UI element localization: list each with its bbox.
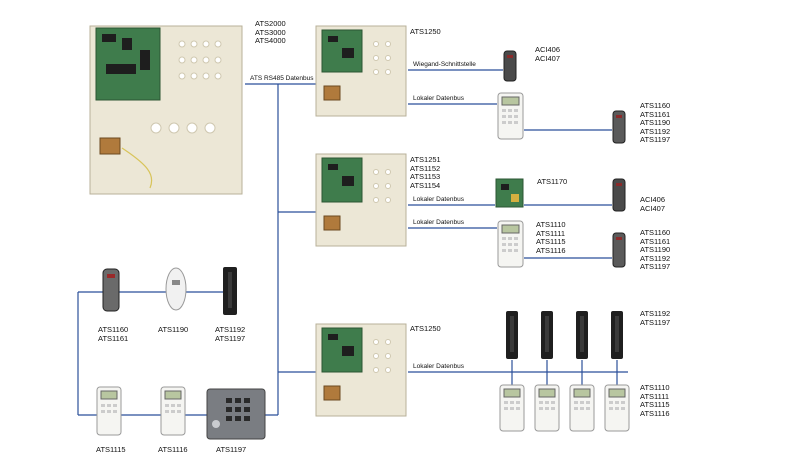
reader-left-c	[222, 266, 238, 316]
reader-box3-2	[540, 310, 554, 360]
box1-wiegand-reader-label: ACI406 ACI407	[535, 45, 561, 63]
box2-label: ATS1251 ATS1152 ATS1153 ATS1154	[410, 155, 441, 190]
keypad-box3-3	[569, 384, 595, 432]
left-keypad-a-label: ATS1115	[96, 445, 126, 454]
keypad-box2	[497, 220, 524, 268]
box1-label: ATS1250	[410, 27, 441, 36]
main-panel-label: ATS2000 ATS3000 ATS4000	[255, 19, 286, 46]
box1-local-bus-label: Lokaler Datenbus	[413, 95, 464, 102]
reader-left-a	[102, 268, 120, 312]
left-reader-c-label: ATS1192 ATS1197	[215, 325, 246, 343]
left-keypad-c-label: ATS1197	[216, 445, 247, 454]
reader-left-b	[165, 266, 187, 312]
expansion-box-1	[314, 24, 408, 118]
left-keypad-b-label: ATS1116	[158, 445, 188, 454]
box1-readers-label: ATS1160 ATS1161 ATS1190 ATS1192 ATS1197	[640, 101, 671, 145]
module-ats1170	[495, 178, 524, 208]
reader-box3-3	[575, 310, 589, 360]
box2-readers-label: ATS1160 ATS1161 ATS1190 ATS1192 ATS1197	[640, 228, 671, 272]
box3-label: ATS1250	[410, 324, 441, 333]
expansion-box-2	[314, 152, 408, 248]
reader-box3-1	[505, 310, 519, 360]
reader-box3-4	[610, 310, 624, 360]
keypad-box3-2	[534, 384, 560, 432]
expansion-box-3	[314, 322, 408, 418]
card-reader-box1	[612, 110, 626, 144]
card-reader-aci-2	[612, 178, 626, 212]
box2-keypad-label: ATS1110 ATS1111 ATS1115 ATS1116	[536, 220, 566, 255]
keypad-left-c	[206, 388, 266, 440]
box3-keypads-label: ATS1110 ATS1111 ATS1115 ATS1116	[640, 383, 670, 418]
keypad-box1	[497, 92, 524, 140]
card-reader-aci-1	[503, 50, 517, 82]
main-panel-cabinet	[86, 24, 246, 196]
left-reader-a-label: ATS1160 ATS1161	[98, 325, 129, 343]
main-bus-label: ATS RS485 Datenbus	[250, 75, 314, 82]
keypad-box3-1	[499, 384, 525, 432]
box2-module-reader-label: ACI406 ACI407	[640, 195, 666, 213]
left-reader-b-label: ATS1190	[158, 325, 189, 334]
box1-wiegand-bus-label: Wiegand-Schnittstelle	[413, 61, 476, 68]
box3-local-bus-label: Lokaler Datenbus	[413, 363, 464, 370]
keypad-left-b	[160, 386, 186, 436]
keypad-box3-4	[604, 384, 630, 432]
box2-local-bus-a-label: Lokaler Datenbus	[413, 196, 464, 203]
box2-local-bus-b-label: Lokaler Datenbus	[413, 219, 464, 226]
card-reader-box2	[612, 232, 626, 268]
keypad-left-a	[96, 386, 122, 436]
box2-module-label: ATS1170	[537, 177, 568, 186]
box3-readers-label: ATS1192 ATS1197	[640, 309, 671, 327]
